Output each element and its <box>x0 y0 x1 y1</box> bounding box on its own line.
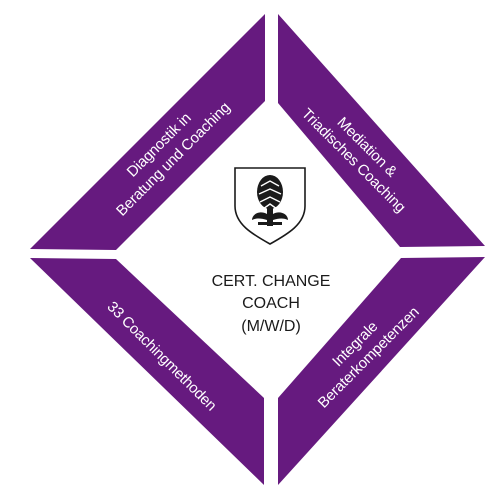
segment-bottom-left <box>30 258 264 485</box>
segment-top-right <box>278 14 485 247</box>
segment-top-left <box>30 14 265 250</box>
center-title-line2: COACH <box>242 295 300 312</box>
center-title-line1: CERT. CHANGE <box>212 273 331 290</box>
segment-bottom-right <box>278 257 485 485</box>
shield-pinecone-crest-icon <box>234 167 306 245</box>
center-title-line3: (M/W/D) <box>241 318 301 335</box>
